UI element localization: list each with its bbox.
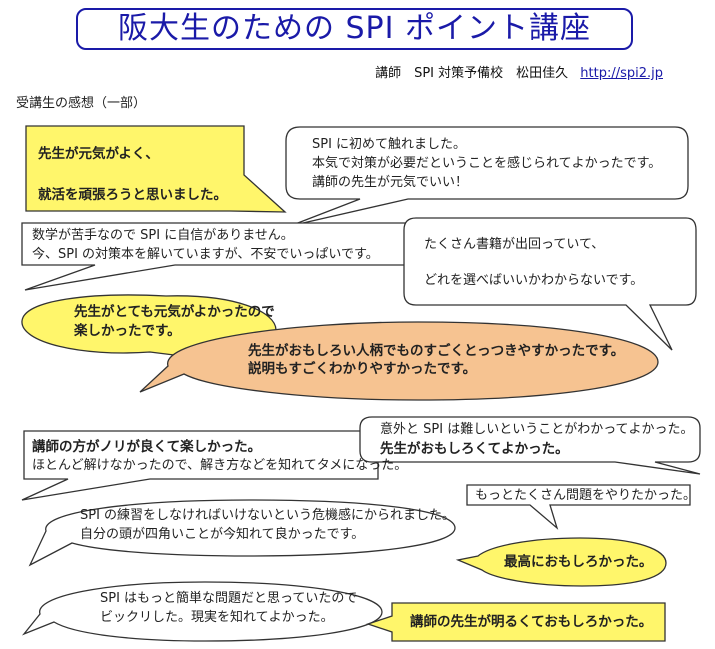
comment-9-line-2: 自分の頭が四角いことが今知れて良かったです。 (80, 527, 365, 542)
comment-11: 最高におもしろかった。 (504, 554, 653, 570)
page-title: 阪大生のための SPI ポイント講座 (76, 8, 633, 50)
comment-12-line-2: ビックリした。現実を知れてよかった。 (100, 610, 334, 625)
comment-12-line-1: SPI はもっと簡単な問題だと思っていたので (100, 591, 358, 606)
comment-13: 講師の先生が明るくておもしろかった。 (410, 614, 653, 630)
comment-7-line-2: ほとんど解けなかったので、解き方などを知れてタメになった。 (32, 458, 408, 473)
bubble-1 (25, 125, 287, 213)
comment-4-line-1: たくさん書籍が出回っていて、 (424, 237, 605, 252)
byline: 講師 SPI 対策予備校 松田佳久 http://spi2.jp (375, 62, 663, 81)
website-link[interactable]: http://spi2.jp (580, 66, 663, 81)
comment-7-line-1: 講師の方がノリが良くて楽しかった。 (32, 439, 262, 455)
bubble-11 (455, 537, 667, 587)
comment-2-line-3: 講師の先生が元気でいい！ (312, 175, 469, 190)
comment-3-line-2: 今、SPI の対策本を解いていますが、不安でいっぱいです。 (32, 247, 379, 262)
bubble-12 (21, 581, 383, 642)
comment-2-line-1: SPI に初めて触れました。 (312, 137, 467, 152)
bubble-8 (359, 416, 701, 475)
comment-10: もっとたくさん問題をやりたかった。 (475, 488, 697, 503)
bubble-4 (403, 217, 697, 351)
bubble-13 (365, 602, 666, 642)
comment-5-line-2: 楽しかったです。 (74, 323, 181, 339)
section-title: 受講生の感想（一部） (16, 96, 147, 111)
bubble-2 (285, 126, 689, 227)
bubble-9 (28, 499, 456, 567)
bubble-10 (466, 484, 691, 530)
comment-2-line-2: 本気で対策が必要だということを感じられてよかったです。 (312, 156, 662, 171)
comment-8-line-2: 先生がおもしろくてよかった。 (380, 441, 569, 457)
bubble-6 (139, 321, 659, 401)
comment-6-line-1: 先生がおもしろい人柄でものすごくとっつきやすかったです。 (248, 343, 625, 359)
comment-1-line-2: 就活を頑張ろうと思いました。 (38, 187, 227, 203)
comment-8-line-1: 意外と SPI は難しいということがわかってよかった。 (380, 422, 694, 437)
comment-5-line-1: 先生がとても元気がよかったので (74, 304, 275, 320)
comment-1-line-1: 先生が元気がよく、 (38, 146, 159, 162)
comment-9-line-1: SPI の練習をしなければいけないという危機感にかられました。 (80, 508, 456, 523)
comment-3-line-1: 数学が苦手なので SPI に自信がありません。 (32, 228, 294, 243)
comment-6-line-2: 説明もすごくわかりやすかったです。 (248, 361, 477, 377)
instructor-name: 講師 SPI 対策予備校 松田佳久 (375, 66, 569, 81)
comment-4-line-2: どれを選べばいいかわからないです。 (424, 273, 644, 288)
